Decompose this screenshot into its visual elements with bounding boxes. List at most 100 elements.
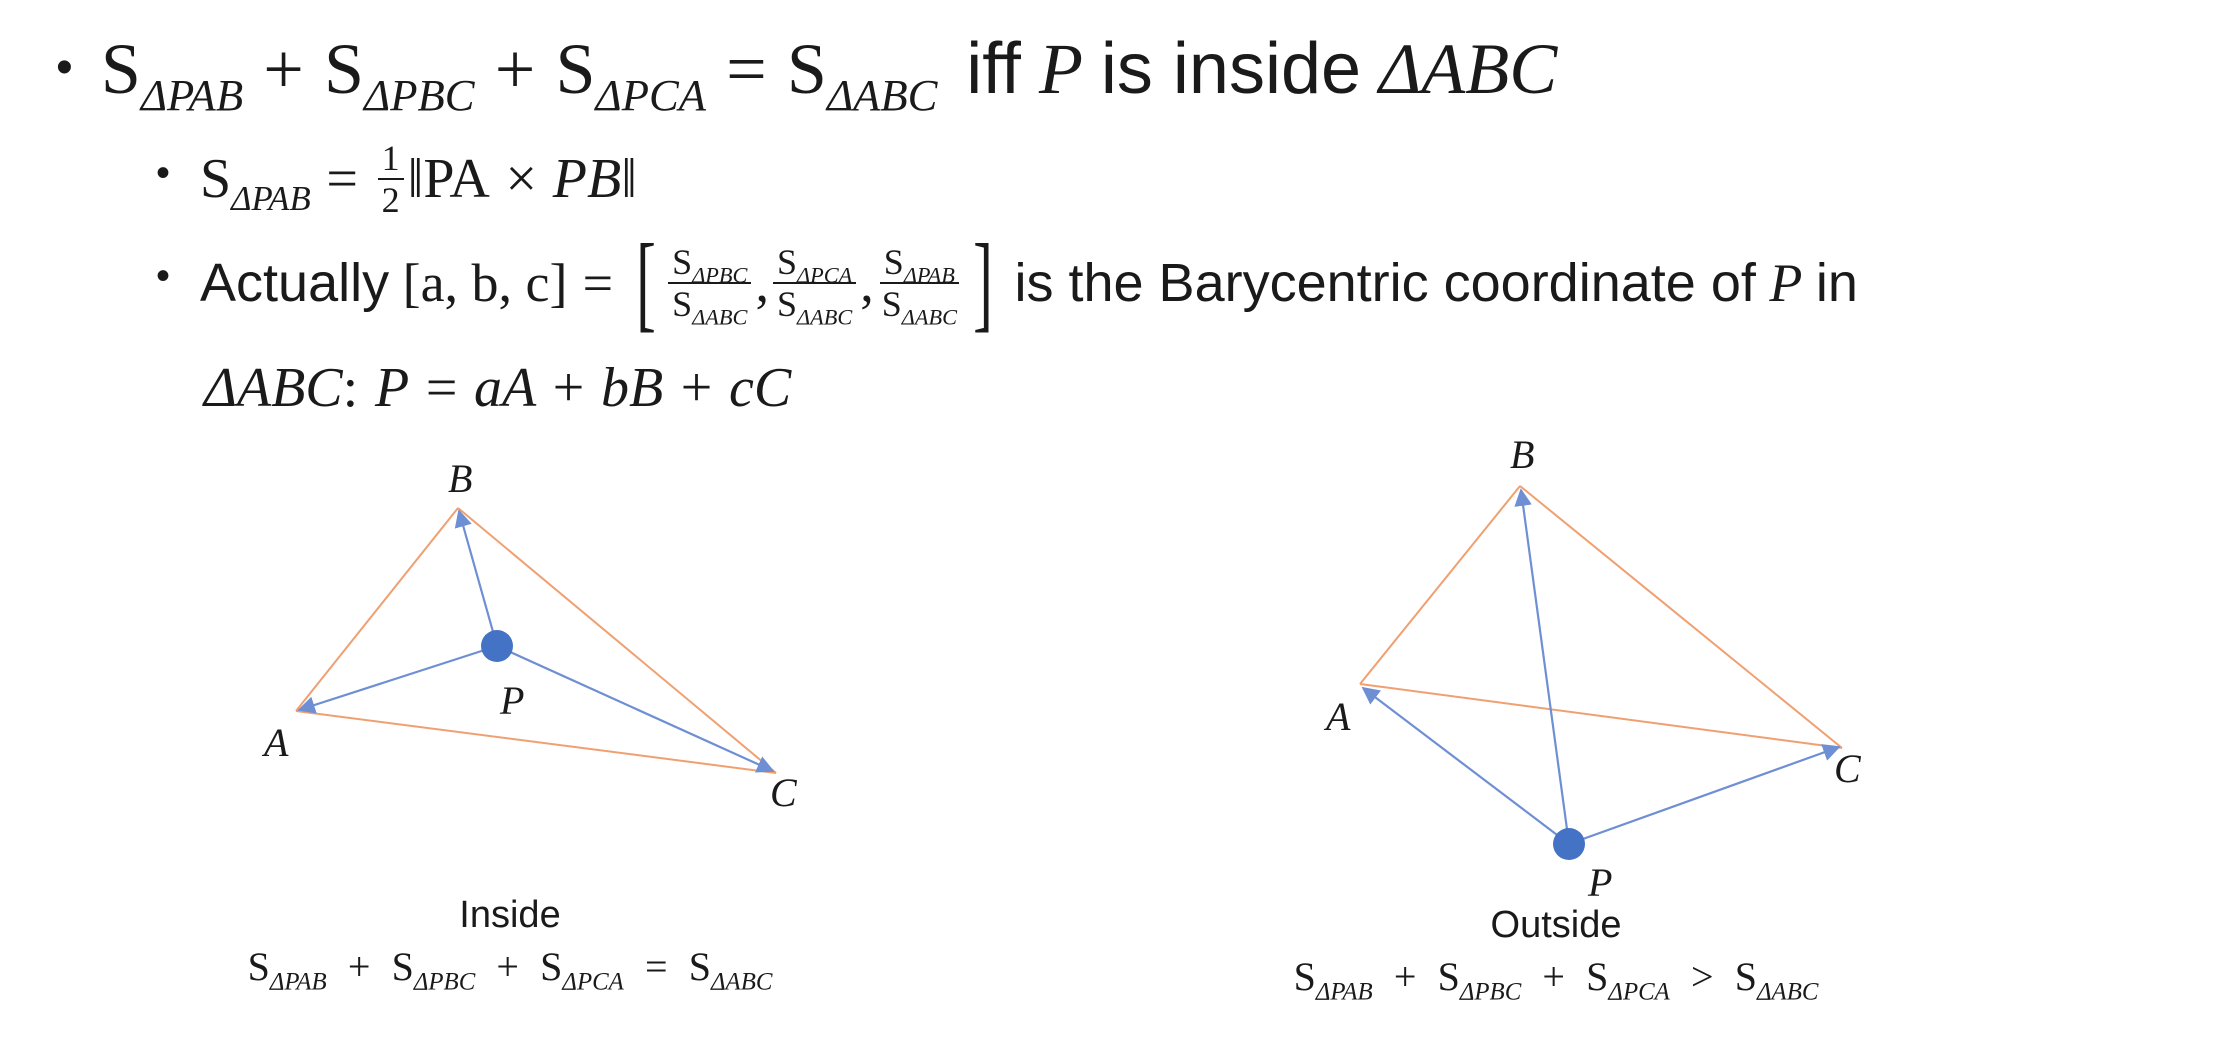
area-symbol: S [324,29,365,109]
bullet-dot: • [156,254,171,299]
vector-pa: PA [423,148,490,210]
plus-sign: + [494,29,536,109]
barycentric-equation: ΔABC : P = aA + bB + cC [204,356,791,420]
equals-sign: = [326,148,358,210]
point-p-dot [481,630,513,662]
word-is-inside: is inside [1100,29,1362,109]
fraction-denominator: SΔABC [878,284,961,328]
area-subscript: ΔPAB [903,262,955,288]
bullet-area-formula: • SΔPAB = 1 2 ‖ PA × PB ‖ [156,140,637,218]
edge-bc [1519,485,1843,749]
point-p: P [1038,29,1083,109]
point-p: P [1769,252,1803,313]
plus-sign: + [1542,954,1565,999]
bullet-barycentric: • Actually [a, b, c] = [ SΔPBC SΔABC , S… [156,223,1871,342]
norm-close: ‖ [621,148,637,210]
area-subscript: ΔPAB [1315,978,1373,1006]
label-c: C [770,770,798,815]
cross-sign: × [505,148,538,210]
edge-ab [295,507,459,712]
area-subscript: ΔABC [796,304,853,330]
vector-pb [454,509,499,647]
barycentric-text: is the Barycentric coordinate of [1014,252,1756,313]
area-subscript: ΔPAB [140,69,244,120]
area-subscript: ΔABC [692,304,748,330]
bullet-main-statement: • SΔPAB + SΔPBC + SΔPCA = SΔABC iff P is… [56,28,1558,117]
area-symbol: S [776,241,797,282]
greater-than-sign: > [1691,954,1714,999]
edge-ac [295,710,777,774]
triangle-abc: ΔABC [1379,29,1558,109]
fraction-numerator: SΔPBC [668,241,752,288]
label-a: A [1323,694,1351,739]
vector-pa [1361,686,1570,845]
plus-sign: + [347,944,371,989]
area-symbol: S [672,241,693,282]
fraction-denominator: 2 [381,180,400,220]
caption-inside: Inside SΔPAB + SΔPBC + SΔPCA = SΔABC [170,894,850,994]
comma: , [860,252,874,313]
plus-sign: + [263,29,304,109]
diagram-inside: B A C P [261,456,798,815]
word-actually: Actually [200,252,390,313]
bullet-dot: • [56,41,73,94]
area-subscript: ΔABC [826,69,938,120]
word-in: in [1815,252,1858,313]
area-subscript: ΔPAB [269,968,327,996]
edge-ab [1359,485,1521,685]
vector-pb: PB [552,148,622,210]
area-symbol: S [688,944,711,989]
area-subscript: ΔABC [711,968,773,996]
edge-bc [457,507,777,774]
bracket-open: [ [636,223,657,342]
area-symbol: S [540,944,563,989]
area-symbol: S [200,148,232,210]
area-symbol: S [1437,954,1460,999]
area-subscript: ΔPBC [1459,978,1522,1006]
fraction-numerator: SΔPAB [879,244,959,288]
comma: , [755,252,769,313]
area-subscript: ΔPBC [692,262,748,288]
coords-vector: [a, b, c] [402,252,568,313]
fraction-b: SΔPCA SΔABC [772,241,857,328]
area-symbol: S [391,944,414,989]
area-symbol: S [100,29,141,109]
area-symbol: S [247,944,270,989]
area-subscript: ΔPCA [796,262,853,288]
equals-sign: = [582,252,614,313]
area-term: SΔPAB [100,28,243,117]
fraction-denominator: SΔABC [773,284,856,328]
area-symbol: S [1293,954,1316,999]
label-a: A [261,720,289,765]
fraction-denominator: SΔABC [668,284,751,328]
area-subscript: ΔPAB [231,179,311,219]
area-symbol: S [1586,954,1609,999]
area-symbol: S [1734,954,1757,999]
plus-sign: + [496,944,519,989]
area-term: SΔPCA [555,28,706,117]
caption-equation: SΔPAB + SΔPBC + SΔPCA > SΔABC [1216,953,1896,1004]
fraction-c: SΔPAB SΔABC [878,244,961,328]
label-p: P [1587,860,1612,905]
point-equation: P = aA + bB + cC [375,357,792,419]
equals-sign: = [726,29,767,109]
caption-equation: SΔPAB + SΔPBC + SΔPCA = SΔABC [170,943,850,994]
area-subscript: ΔPBC [413,968,476,996]
area-term: SΔPBC [324,28,475,117]
label-b: B [448,456,472,501]
equals-sign: = [645,944,668,989]
area-symbol: S [555,29,596,109]
bracket-close: ] [973,223,993,342]
diagram-outside: B A C P [1323,432,1862,905]
caption-title: Inside [459,894,561,936]
vector-pa [297,644,498,714]
area-subscript: ΔABC [1757,978,1819,1006]
area-symbol: S [786,29,827,109]
vector-pb [1514,488,1571,845]
area-subscript: ΔPCA [562,968,624,996]
plus-sign: + [1393,954,1417,999]
fraction-numerator: SΔPCA [772,241,857,288]
colon: : [342,357,359,419]
fraction-one-half: 1 2 [377,140,404,220]
bullet-dot: • [156,150,171,195]
